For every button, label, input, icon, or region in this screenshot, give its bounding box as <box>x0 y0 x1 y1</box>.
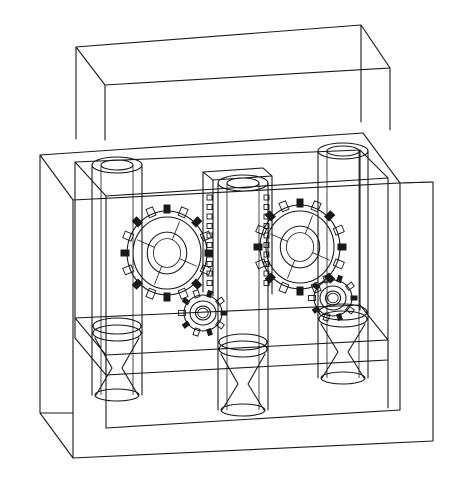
rack-slot <box>206 270 213 277</box>
gear-right <box>253 198 347 296</box>
gear-tooth <box>220 310 228 316</box>
gear-hub <box>194 305 212 321</box>
shaft-center <box>217 174 269 417</box>
gear-tooth <box>120 249 130 257</box>
gear-hub <box>146 231 188 275</box>
gear-spoke <box>171 221 180 240</box>
gear-body <box>265 210 335 284</box>
gear-body <box>132 216 202 290</box>
gear-tooth <box>278 200 290 213</box>
gear-tooth <box>122 230 135 242</box>
gear-spoke <box>287 260 296 279</box>
gear-tooth <box>192 327 201 337</box>
gear-tooth <box>215 296 225 306</box>
gear-tooth <box>308 295 316 301</box>
gear-spoke <box>304 215 313 234</box>
gear-tooth <box>177 206 189 219</box>
gear-tooth <box>332 224 345 236</box>
gear-spoke <box>154 266 163 285</box>
rack-slot <box>206 280 213 286</box>
gear-tooth <box>253 243 263 251</box>
gear-bore <box>152 238 181 268</box>
upper-housing <box>75 24 391 141</box>
gear-tooth <box>324 210 336 222</box>
gear-bore <box>197 307 209 319</box>
shaft-left <box>91 156 143 402</box>
gear-tooth <box>206 289 213 299</box>
gear-tooth <box>181 297 191 306</box>
gear-tooth <box>204 249 214 257</box>
gear-spoke <box>312 252 330 261</box>
gear-tooth <box>311 282 321 291</box>
gear-tooth <box>206 327 213 337</box>
gear-tooth <box>337 243 347 251</box>
gear-tooth <box>191 216 203 228</box>
gear-tooth <box>145 206 157 219</box>
gear-tooth <box>178 310 186 316</box>
gear-tooth <box>278 281 290 294</box>
rack-slot <box>263 204 270 210</box>
gear-tooth <box>311 305 321 314</box>
outer-frame <box>39 132 434 459</box>
gear-tooth <box>163 204 171 214</box>
gear-hub <box>279 225 321 269</box>
gear-tooth <box>181 320 191 329</box>
rack-slot <box>263 261 270 267</box>
gear-hub <box>324 290 342 306</box>
gear-tooth <box>322 312 331 322</box>
gear-tooth <box>199 264 212 276</box>
inner-frame <box>74 149 401 429</box>
gear-tooth <box>336 274 343 284</box>
gear-bore <box>285 232 314 262</box>
gear-tooth <box>345 281 355 291</box>
gear-tooth <box>296 286 304 296</box>
gear-tooth <box>131 216 143 228</box>
rack-teeth <box>206 194 270 286</box>
gear-spoke <box>137 239 155 248</box>
gear-body <box>189 300 217 326</box>
gear-tooth <box>122 264 135 276</box>
gear-tooth <box>332 258 345 270</box>
rack-slot <box>206 213 213 220</box>
gear-tooth <box>350 295 358 301</box>
gear-left <box>120 204 214 302</box>
gear-tooth <box>192 289 201 299</box>
gear-body <box>319 285 347 311</box>
rack-slot <box>206 261 213 267</box>
pinion-left <box>178 289 228 337</box>
gear-tooth <box>255 224 268 236</box>
rack-slot <box>263 194 270 201</box>
rack-slot <box>206 242 213 248</box>
gear-tooth <box>310 200 322 213</box>
gear-tooth <box>199 230 212 242</box>
rack-slot <box>206 223 213 229</box>
gear-tooth <box>145 287 157 300</box>
gear-spoke <box>270 233 288 242</box>
gear-tooth <box>131 278 143 290</box>
gear-tooth <box>264 210 276 222</box>
gear-tooth <box>215 320 225 330</box>
gear-tooth <box>191 278 203 290</box>
gear-tooth <box>322 274 331 284</box>
rack-slot <box>206 194 213 201</box>
shaft-right <box>317 142 369 385</box>
gear-tooth <box>264 272 276 284</box>
gear-tooth <box>336 312 343 322</box>
rack-slot <box>206 204 213 210</box>
gear-tooth <box>296 198 304 208</box>
gear-tooth <box>163 292 171 302</box>
pinion-right <box>308 274 358 322</box>
gear-tooth <box>255 258 268 270</box>
gear-tooth <box>345 305 355 315</box>
gear-spoke <box>179 258 197 267</box>
gear-bore <box>327 292 339 304</box>
